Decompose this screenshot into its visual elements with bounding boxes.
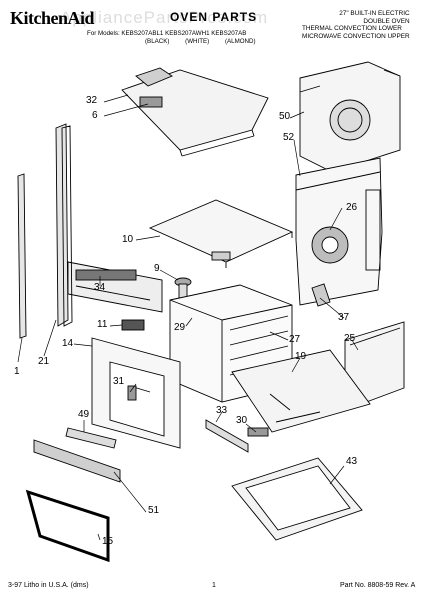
description-line: THERMAL CONVECTION LOWER xyxy=(302,25,402,33)
color-almond: (ALMOND) xyxy=(224,38,256,45)
callout-32: 32 xyxy=(86,95,98,106)
callout-27: 27 xyxy=(289,334,301,345)
callout-29: 29 xyxy=(174,322,186,333)
callout-49: 49 xyxy=(78,409,90,420)
rear-panel-part xyxy=(299,61,401,173)
bracket-part xyxy=(311,283,331,307)
callout-34: 34 xyxy=(94,282,106,293)
drip-tray-part xyxy=(231,349,371,433)
top-panel-part xyxy=(121,67,269,157)
callout-9: 9 xyxy=(154,263,160,274)
footer-litho: 3-97 Litho in U.S.A. (dms) xyxy=(8,582,89,589)
callout-6: 6 xyxy=(92,110,98,121)
bottom-trim-part xyxy=(205,419,269,453)
product-description: 27" BUILT-IN ELECTRIC DOUBLE OVEN THERMA… xyxy=(302,10,410,40)
page-title: OVEN PARTS xyxy=(170,10,258,24)
footer-page-number: 1 xyxy=(212,582,216,589)
convection-fan-part xyxy=(295,157,383,306)
model-line: For Models: KEBS207ABL1 KEBS207AWH1 KEBS… xyxy=(87,30,247,37)
callout-21: 21 xyxy=(38,356,50,367)
callout-33: 33 xyxy=(216,405,228,416)
control-panel-part xyxy=(67,261,163,313)
callout-11: 11 xyxy=(97,319,108,330)
callout-10: 10 xyxy=(122,234,134,245)
brand-logo: KitchenAid xyxy=(10,8,95,28)
callout-14: 14 xyxy=(62,338,74,349)
callout-50: 50 xyxy=(279,111,291,122)
vent-trim-part xyxy=(17,173,27,339)
callout-30: 30 xyxy=(236,415,248,426)
callout-43: 43 xyxy=(346,456,358,467)
color-black: (BLACK) xyxy=(145,38,170,45)
door-gasket-part xyxy=(25,489,110,563)
color-white: (WHITE) xyxy=(185,38,210,45)
callout-1: 1 xyxy=(14,366,20,377)
model-list: For Models: KEBS207ABL1 KEBS207AWH1 KEBS… xyxy=(87,30,246,38)
door-trim-part xyxy=(65,427,117,449)
callout-15: 15 xyxy=(102,536,114,547)
door-frame-part xyxy=(91,337,181,449)
footer-part-number: Part No. 8808-59 Rev. A xyxy=(340,582,416,589)
description-line: DOUBLE OVEN xyxy=(363,17,410,25)
callout-51: 51 xyxy=(148,505,160,516)
oven-top-cover-part xyxy=(148,199,294,268)
callout-19: 19 xyxy=(295,351,307,362)
callout-37: 37 xyxy=(338,312,350,323)
callout-26: 26 xyxy=(346,202,358,213)
door-handle-part xyxy=(33,439,121,483)
leader-lines xyxy=(17,94,359,541)
callout-25: 25 xyxy=(344,333,356,344)
callout-31: 31 xyxy=(113,376,125,387)
switch-part xyxy=(121,319,145,331)
side-trim-part xyxy=(55,123,73,327)
callout-52: 52 xyxy=(283,132,295,143)
color-list: (BLACK) (WHITE) (ALMOND) xyxy=(145,38,270,45)
description-line: 27" BUILT-IN ELECTRIC xyxy=(339,10,410,17)
bottom-pan-part xyxy=(231,457,363,541)
description-line: MICROWAVE CONVECTION UPPER xyxy=(302,32,410,40)
